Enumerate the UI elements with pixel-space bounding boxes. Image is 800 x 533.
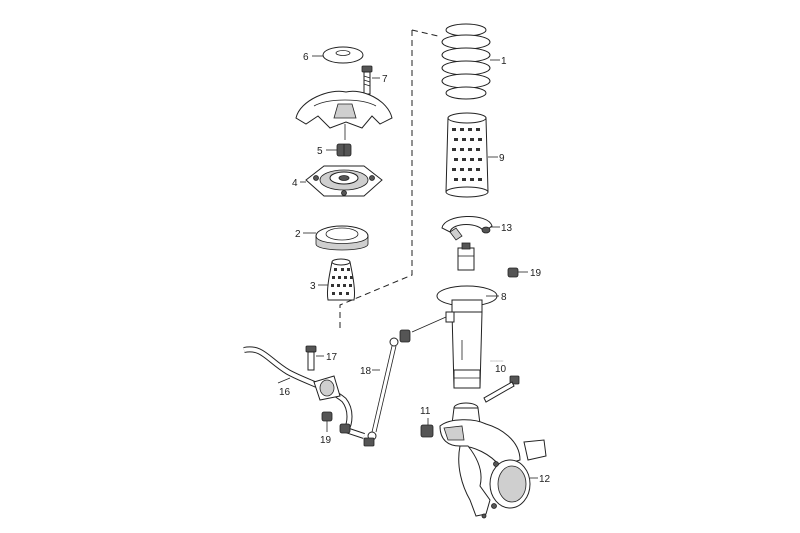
part-3-bump-stop — [318, 258, 355, 301]
part-9-dust-boot — [445, 112, 498, 198]
part-11-nut — [420, 418, 434, 438]
part-7-bolt — [361, 65, 380, 95]
part-1-coil-spring — [441, 23, 500, 100]
label-part-2: 2 — [295, 229, 301, 240]
label-part-6: 6 — [303, 52, 309, 63]
part-8-shock-absorber — [411, 242, 499, 389]
part-4-strut-mount — [300, 165, 383, 197]
part-13-spring-seat — [441, 215, 500, 241]
label-part-11: 11 — [420, 406, 431, 417]
label-part-12: 12 — [539, 474, 551, 485]
label-part-19-upper: 19 — [530, 268, 542, 279]
part-6-cap — [312, 46, 364, 64]
label-part-13: 13 — [501, 223, 513, 234]
part-19-nut-upper — [507, 267, 528, 278]
part-17-bolt — [305, 345, 324, 371]
label-part-16: 16 — [279, 387, 291, 398]
label-part-10: 10 — [495, 364, 507, 375]
stabilizer-bracket — [313, 375, 341, 401]
part-12-steering-knuckle — [439, 402, 547, 519]
assembly-dashed-outline — [339, 29, 439, 328]
part-5-nut — [326, 143, 352, 157]
label-part-3: 3 — [310, 281, 316, 292]
part-2-bearing — [303, 225, 369, 251]
label-part-18: 18 — [360, 366, 372, 377]
label-part-9: 9 — [499, 153, 505, 164]
strut-top-cover — [295, 90, 393, 140]
part-18-stabilizer-link — [363, 329, 411, 447]
label-part-8: 8 — [501, 292, 507, 303]
part-10-bolt: 00000000 — [483, 359, 520, 403]
label-part-19-lower: 19 — [320, 435, 332, 446]
svg-text:00000000: 00000000 — [490, 359, 504, 363]
part-19-nut-lower — [321, 411, 351, 434]
label-part-4: 4 — [292, 178, 298, 189]
label-part-17: 17 — [326, 352, 338, 363]
label-part-5: 5 — [317, 146, 323, 157]
label-part-7: 7 — [382, 74, 388, 85]
label-part-1: 1 — [501, 56, 507, 67]
part-16-stabilizer-bar — [243, 346, 365, 439]
